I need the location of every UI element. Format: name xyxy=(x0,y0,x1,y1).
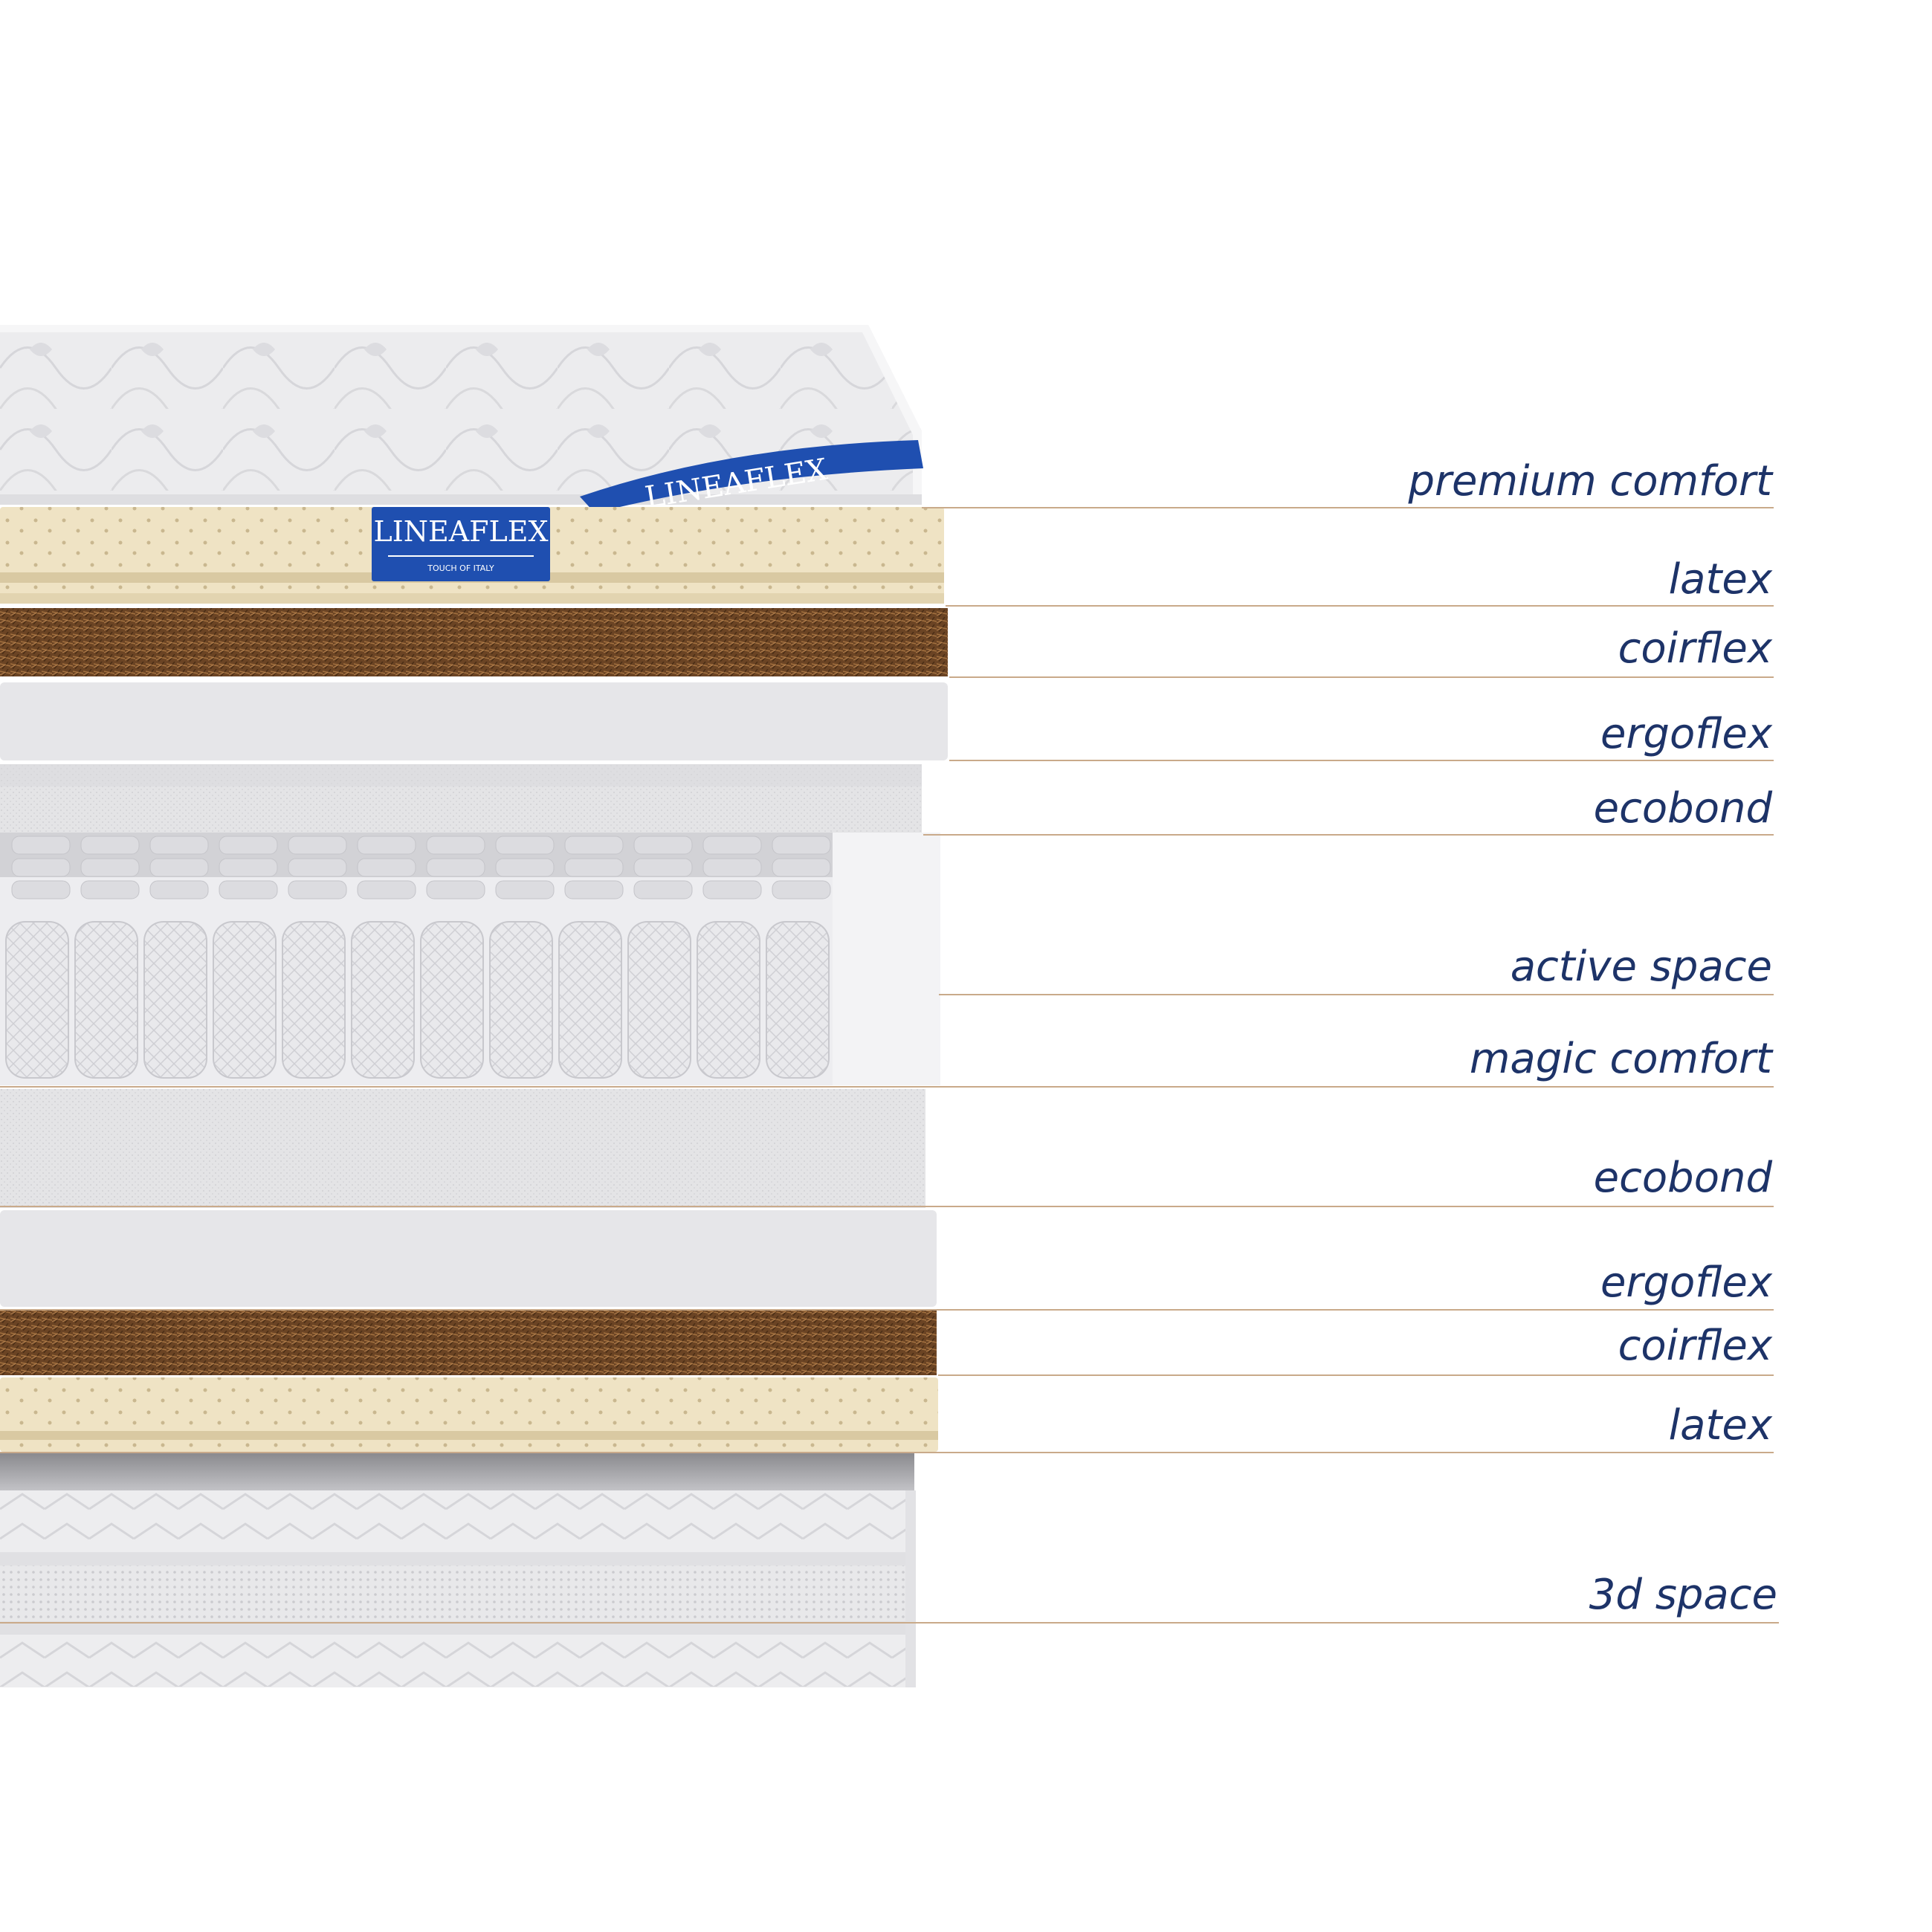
leader-line-coirflex-top xyxy=(949,676,1774,678)
leader-line-ergoflex-top xyxy=(949,760,1774,761)
leader-line-ecobond-top xyxy=(923,834,1774,836)
layer-coirflex-bottom xyxy=(0,1310,937,1375)
back-spring-pocket xyxy=(219,880,278,899)
layer-ergoflex-bottom xyxy=(0,1210,937,1307)
back-spring-pocket xyxy=(357,858,416,877)
label-ecobond-top: ecobond xyxy=(1593,784,1772,833)
layer-3d-space-base xyxy=(0,1453,916,1687)
leader-line-magic-comfort xyxy=(0,1086,1774,1088)
spring-pocket xyxy=(143,921,207,1079)
back-spring-pocket xyxy=(633,858,693,877)
back-spring-pocket xyxy=(495,836,555,855)
back-spring-pocket xyxy=(357,836,416,855)
back-spring-pocket xyxy=(149,880,209,899)
spring-pocket xyxy=(5,921,69,1079)
label-coirflex-top: coirflex xyxy=(1618,624,1772,673)
label-coirflex-bottom: coirflex xyxy=(1618,1322,1772,1370)
back-spring-pocket xyxy=(772,836,831,855)
spring-pocket xyxy=(558,921,622,1079)
tag-tagline-text: TOUCH OF ITALY xyxy=(427,563,494,573)
label-premium-comfort: premium comfort xyxy=(1408,457,1772,505)
spring-pocket xyxy=(766,921,830,1079)
spring-pocket xyxy=(627,921,691,1079)
label-ergoflex-bottom: ergoflex xyxy=(1600,1259,1772,1307)
back-spring-pocket xyxy=(11,858,71,877)
spring-pocket xyxy=(282,921,346,1079)
label-ergoflex-top: ergoflex xyxy=(1600,710,1772,758)
leader-line-coirflex-bottom xyxy=(938,1374,1774,1376)
brand-tag: LINEAFLEX TOUCH OF ITALY xyxy=(372,507,550,581)
label-latex-top: latex xyxy=(1668,555,1772,604)
leader-line-premium-comfort xyxy=(922,507,1774,508)
back-spring-pocket xyxy=(80,836,140,855)
leader-line-latex-top xyxy=(946,605,1774,607)
back-spring-pocket xyxy=(426,836,485,855)
back-spring-pocket xyxy=(288,880,347,899)
back-spring-pocket xyxy=(564,858,624,877)
leader-line-active-space xyxy=(939,994,1774,995)
label-ecobond-bottom: ecobond xyxy=(1593,1154,1772,1202)
leader-line-ecobond-bottom xyxy=(0,1206,1774,1207)
back-spring-pocket xyxy=(564,836,624,855)
back-spring-pocket xyxy=(426,880,485,899)
spring-pocket xyxy=(351,921,415,1079)
leader-line-latex-bottom xyxy=(0,1452,1774,1453)
back-spring-pocket xyxy=(288,836,347,855)
back-spring-pocket xyxy=(772,858,831,877)
back-spring-pocket xyxy=(357,880,416,899)
back-spring-pocket xyxy=(11,836,71,855)
spring-pocket xyxy=(74,921,138,1079)
back-spring-pocket xyxy=(426,858,485,877)
back-spring-pocket xyxy=(633,836,693,855)
back-spring-pocket xyxy=(219,836,278,855)
back-spring-pocket xyxy=(633,880,693,899)
back-spring-pocket xyxy=(702,858,762,877)
back-spring-pocket xyxy=(149,858,209,877)
back-spring-pocket xyxy=(702,880,762,899)
back-spring-pocket xyxy=(495,880,555,899)
back-spring-pocket xyxy=(702,836,762,855)
back-spring-pocket xyxy=(11,880,71,899)
layer-ergoflex-top xyxy=(0,682,948,760)
layer-active-space xyxy=(0,833,940,1085)
layer-latex-bottom xyxy=(0,1377,938,1452)
leader-line-ergoflex-bottom xyxy=(0,1309,1774,1311)
back-spring-pocket xyxy=(219,858,278,877)
spring-pocket xyxy=(697,921,760,1079)
leader-line-3d-space xyxy=(0,1622,1779,1624)
label-active-space: active space xyxy=(1510,943,1772,991)
layer-ecobond-bottom xyxy=(0,1089,925,1208)
label-latex-bottom: latex xyxy=(1668,1401,1772,1450)
label-magic-comfort: magic comfort xyxy=(1469,1035,1772,1083)
back-spring-pocket xyxy=(80,858,140,877)
spring-pocket xyxy=(489,921,553,1079)
spring-pocket xyxy=(213,921,277,1079)
back-spring-pocket xyxy=(772,880,831,899)
pocket-springs xyxy=(5,836,831,1079)
label-3d-space: 3d space xyxy=(1589,1571,1777,1619)
layer-coirflex-top xyxy=(0,608,948,676)
layer-magic-comfort-frame xyxy=(833,833,940,1085)
spring-pocket xyxy=(420,921,484,1079)
back-spring-pocket xyxy=(564,880,624,899)
tag-logo-text: LINEAFLEX xyxy=(373,515,548,548)
layer-ecobond-top xyxy=(0,764,922,833)
back-spring-pocket xyxy=(149,836,209,855)
back-spring-pocket xyxy=(495,858,555,877)
back-spring-pocket xyxy=(80,880,140,899)
back-spring-pocket xyxy=(288,858,347,877)
layer-premium-comfort xyxy=(0,325,922,505)
